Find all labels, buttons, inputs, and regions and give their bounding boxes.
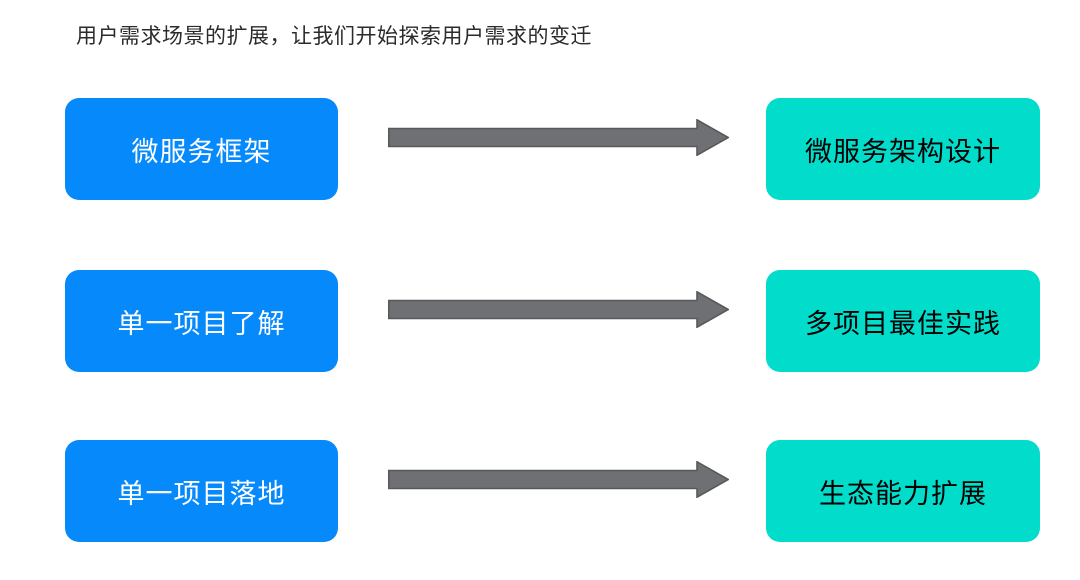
slide-title: 用户需求场景的扩展，让我们开始探索用户需求的变迁 [76, 25, 592, 48]
transition-row: 单一项目落地 生态能力扩展 [0, 440, 1080, 544]
target-box-label: 多项目最佳实践 [805, 308, 1001, 339]
source-box-label: 单一项目落地 [117, 478, 286, 509]
transition-row: 单一项目了解 多项目最佳实践 [0, 270, 1080, 374]
target-box-label: 生态能力扩展 [819, 478, 987, 509]
source-box[interactable]: 微服务框架 [65, 98, 338, 200]
right-arrow-icon [388, 119, 729, 156]
target-box[interactable]: 生态能力扩展 [766, 440, 1040, 542]
target-box[interactable]: 多项目最佳实践 [766, 270, 1040, 372]
transition-row: 微服务框架 微服务架构设计 [0, 98, 1080, 202]
source-box[interactable]: 单一项目落地 [65, 440, 338, 542]
right-arrow-icon [388, 291, 729, 328]
right-arrow-icon [388, 461, 729, 498]
target-box[interactable]: 微服务架构设计 [766, 98, 1040, 200]
target-box-label: 微服务架构设计 [805, 136, 1001, 167]
source-box-label: 微服务框架 [131, 136, 272, 167]
source-box-label: 单一项目了解 [117, 308, 286, 339]
source-box[interactable]: 单一项目了解 [65, 270, 338, 372]
